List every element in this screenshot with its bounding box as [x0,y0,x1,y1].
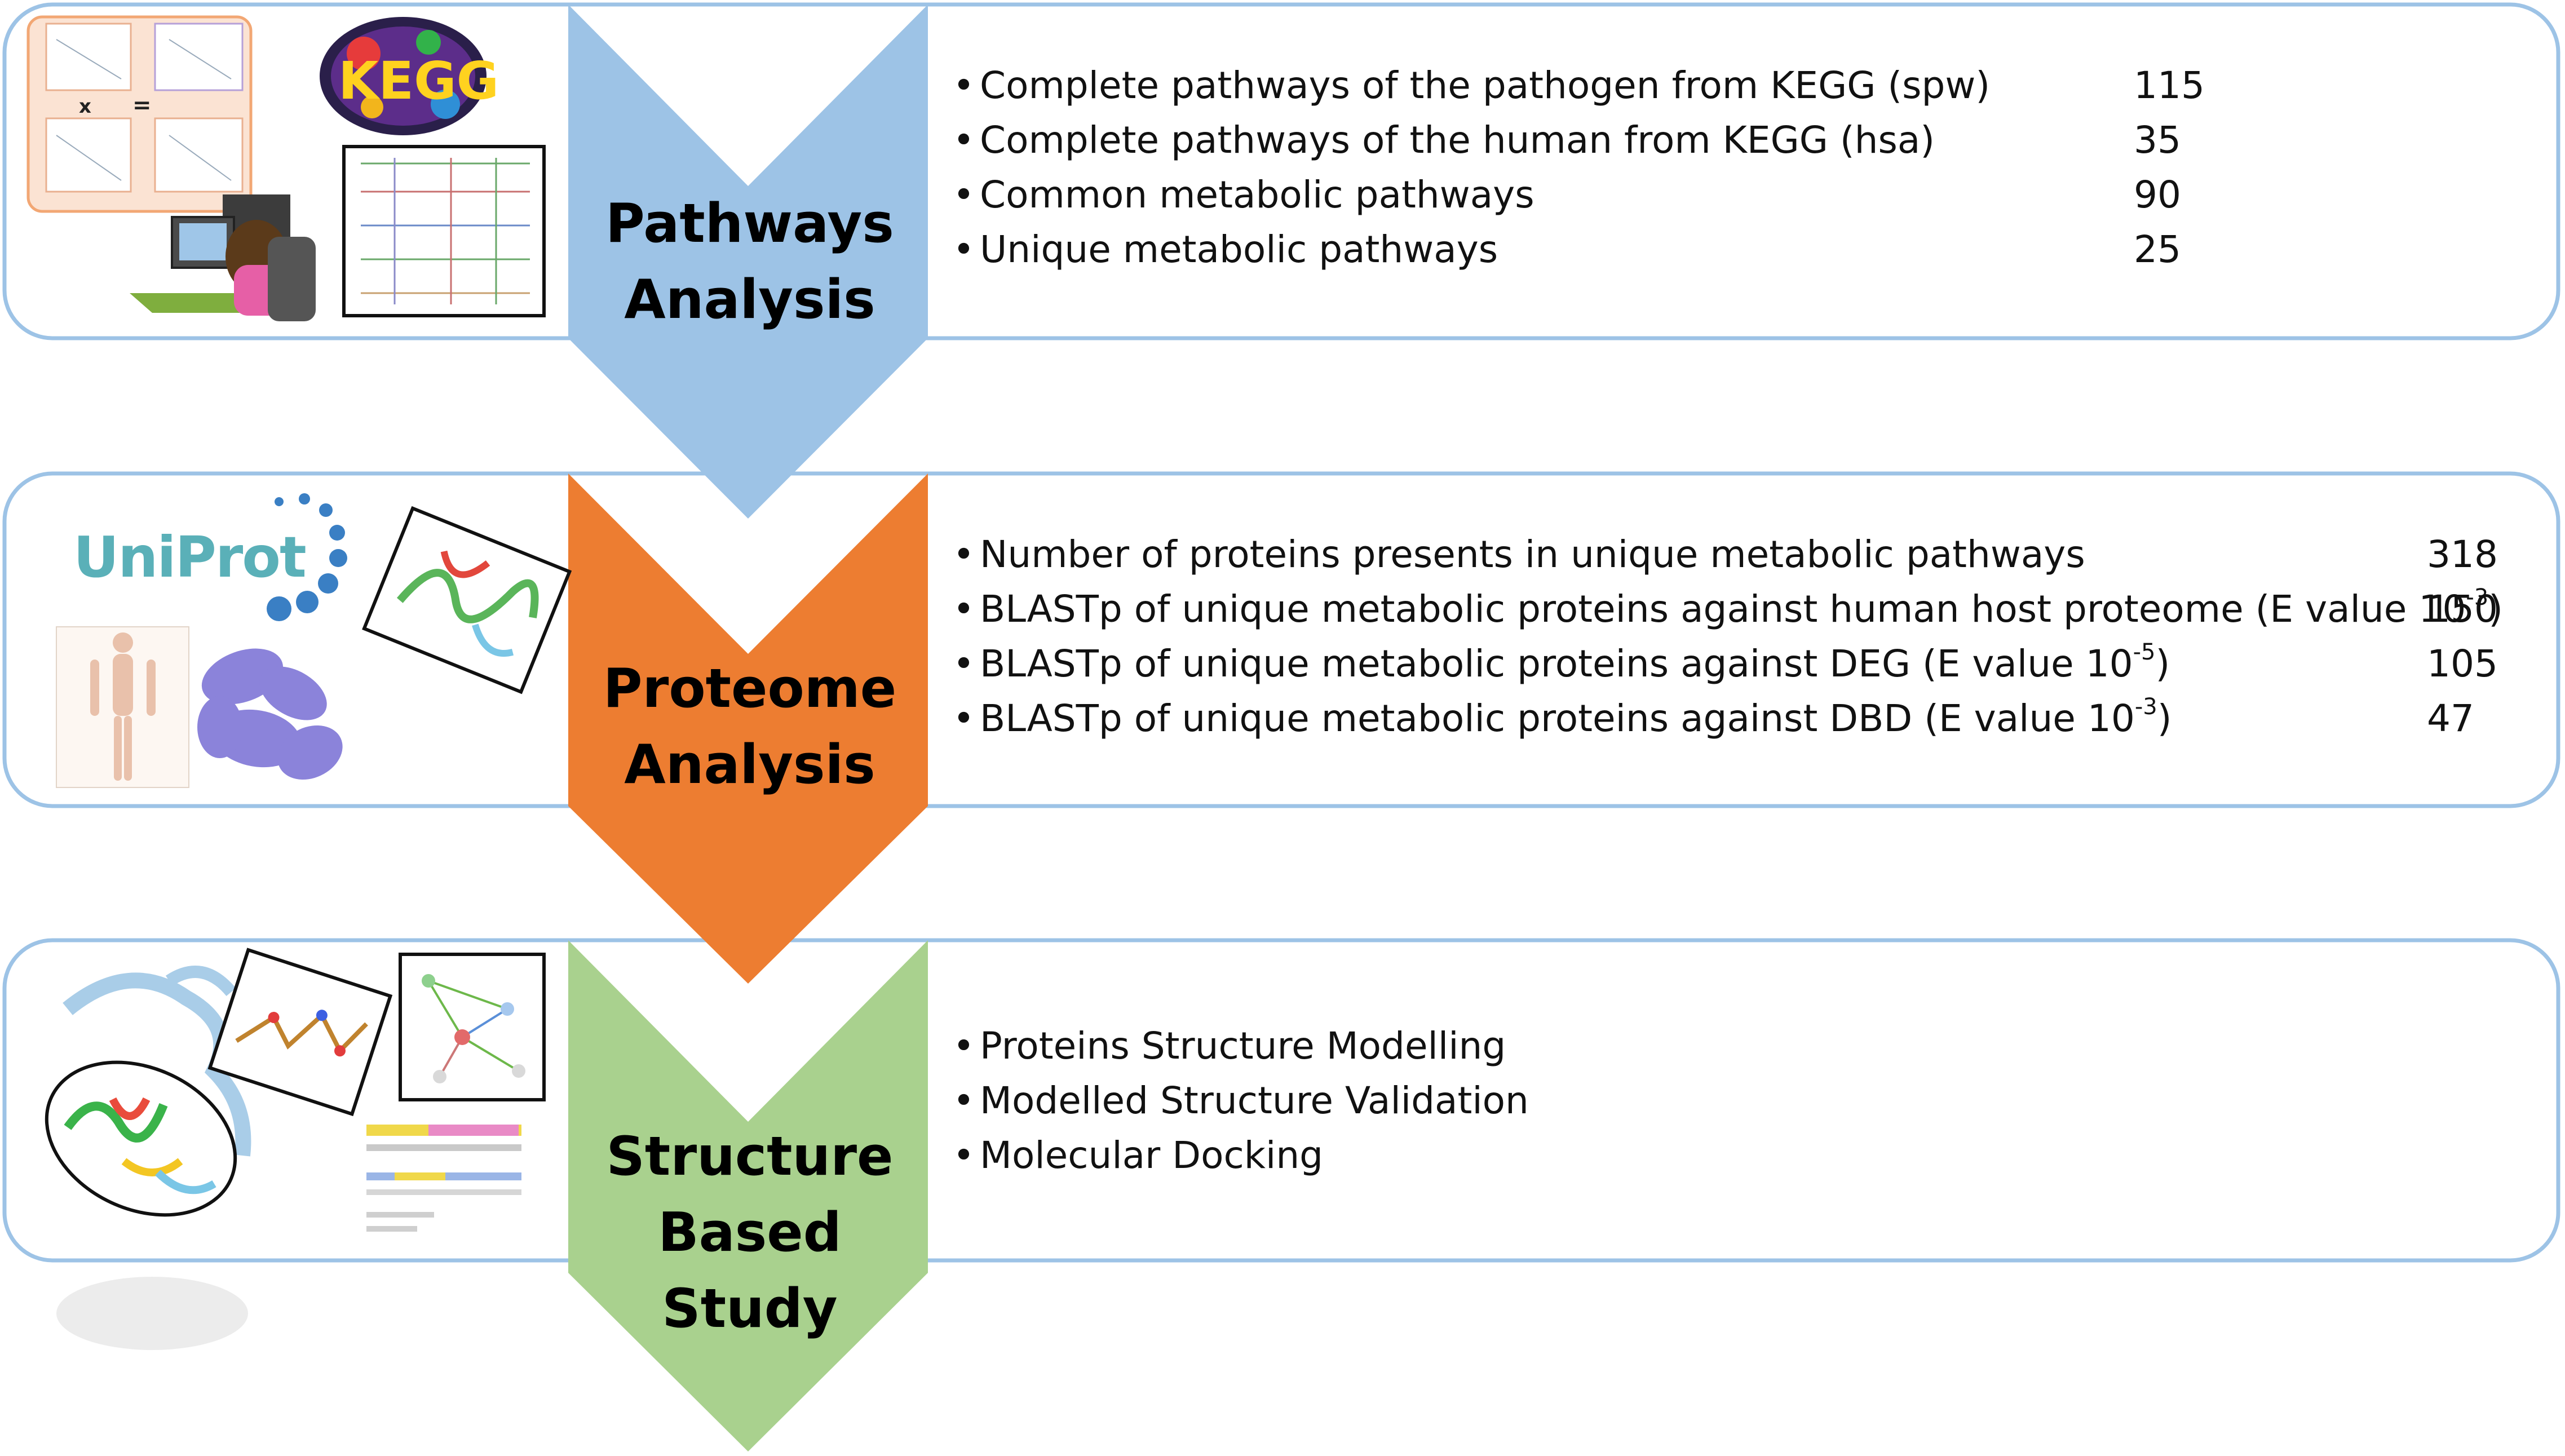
stage-3-chevron [568,940,928,1451]
bullet-icon: • [953,173,975,216]
bullet-icon: • [953,1134,975,1177]
ligand-icon [207,948,393,1117]
human-body-icon [56,626,189,788]
bullet-icon: • [953,533,975,576]
stage-3-title: Structure Based Study [606,1126,894,1340]
stage-3-list: • Proteins Structure Modelling • Modelle… [953,1019,2531,1183]
list-item: • Modelled Structure Validation [953,1073,2531,1128]
protein-model-icon [45,966,251,1217]
interaction-network-icon [399,953,546,1101]
item-count: 115 [2134,64,2205,107]
protein-structure-icon [197,648,343,780]
stage-1-list: • Complete pathways of the pathogen from… [953,58,2531,277]
item-count: 47 [2427,697,2474,740]
item-count: 90 [2134,173,2181,216]
bullet-icon: • [953,1024,975,1068]
pathway-comparison-image: x = [26,15,253,213]
bullet-icon: • [953,228,975,271]
bullet-icon: • [953,1079,975,1122]
item-count: 150 [2427,587,2498,631]
item-count: 105 [2427,642,2498,685]
computer-user-icon [130,194,316,321]
item-count: 25 [2134,228,2181,271]
uniprot-logo-icon: UniProt [73,524,307,590]
svg-text:KEGG: KEGG [338,51,499,111]
bullet-icon: • [953,642,975,685]
protein-ribbon-icon [362,506,572,694]
list-item: • Complete pathways of the pathogen from… [953,58,2531,113]
list-item: • BLASTp of unique metabolic proteins ag… [953,691,2531,746]
stage-1-chevron [568,5,928,519]
bullet-icon: • [953,587,975,631]
stage-2-chevron [568,473,928,984]
stage-2-list: • Number of proteins presents in unique … [953,527,2531,746]
list-item: • Proteins Structure Modelling [953,1019,2531,1073]
pathway-map-icon [342,145,546,317]
stage-2-title: Proteome Analysis [603,658,897,796]
kegg-logo-icon: KEGG [320,17,499,135]
shadow [56,1277,248,1350]
bullet-icon: • [953,64,975,107]
list-item: • Molecular Docking [953,1128,2531,1183]
item-count: 35 [2134,118,2181,162]
alignment-icon [366,1125,521,1232]
list-item: • Unique metabolic pathways 25 [953,222,2531,277]
bullet-icon: • [953,697,975,740]
list-item: • BLASTp of unique metabolic proteins ag… [953,582,2531,636]
list-item: • BLASTp of unique metabolic proteins ag… [953,636,2531,691]
list-item: • Common metabolic pathways 90 [953,167,2531,222]
list-item: • Number of proteins presents in unique … [953,527,2531,582]
stage-1-title: Pathways Analysis [605,193,894,331]
bullet-icon: • [953,118,975,162]
svg-text:x: x [79,95,91,118]
list-item: • Complete pathways of the human from KE… [953,113,2531,167]
uniprot-dots-icon [267,493,347,621]
svg-text:=: = [132,92,152,118]
item-count: 318 [2427,533,2498,576]
